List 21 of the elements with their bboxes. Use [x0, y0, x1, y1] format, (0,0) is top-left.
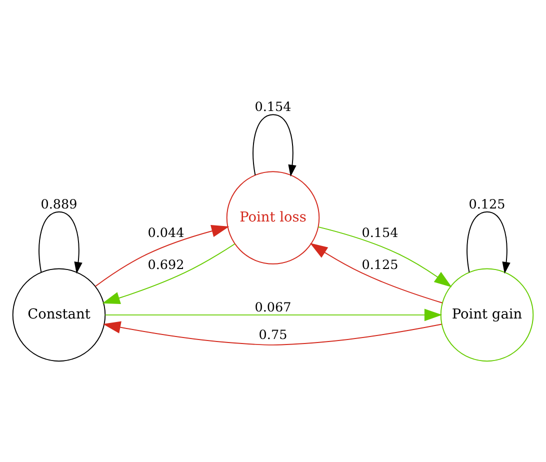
arrow	[310, 243, 443, 304]
arrow	[252, 114, 296, 177]
edge-label: 0.692	[148, 258, 184, 274]
node-circle: Point gain	[440, 268, 534, 362]
arrow	[466, 211, 510, 274]
arrow	[94, 224, 230, 287]
edge-label: 0.75	[258, 328, 288, 343]
node-circle: Constant	[12, 268, 106, 362]
node-circle: Point loss	[226, 171, 320, 264]
edge-label: 0.044	[148, 226, 184, 241]
edge-label: 0.154	[362, 226, 398, 241]
edge-label: 0.889	[40, 197, 78, 212]
arrow	[102, 243, 236, 304]
arrow	[104, 308, 442, 322]
edge-label: 0.067	[254, 300, 292, 316]
edge-label: 0.125	[468, 197, 506, 212]
edge-label: 0.125	[362, 258, 398, 274]
arrow	[102, 321, 442, 346]
arrow	[318, 226, 452, 288]
edge-label: 0.154	[254, 100, 292, 116]
arrow	[38, 211, 82, 274]
